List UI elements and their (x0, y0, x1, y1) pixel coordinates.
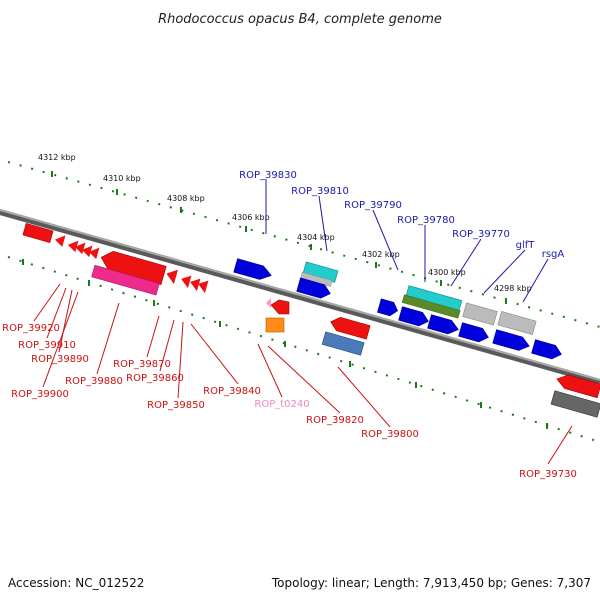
gene-block-rop-39770[interactable] (462, 302, 498, 326)
gene-block-forward-row-3[interactable] (458, 322, 491, 344)
accession-text: Accession: NC_012522 (8, 576, 144, 590)
label-rop-39870[interactable]: ROP_39870 (113, 359, 171, 370)
label-rop-39830[interactable]: ROP_39830 (239, 170, 297, 181)
gene-block-rop-39880[interactable] (91, 264, 160, 296)
gene-block-rop-t0240[interactable] (265, 317, 285, 333)
label-rop-39920[interactable]: ROP_39920 (2, 323, 60, 334)
label-rop-39780[interactable]: ROP_39780 (397, 215, 455, 226)
label-rop-39910[interactable]: ROP_39910 (18, 340, 76, 351)
gene-block-rop-39890[interactable] (98, 249, 167, 285)
tick-label-4302: 4302 kbp (362, 250, 400, 259)
label-rop-39840[interactable]: ROP_39840 (203, 386, 261, 397)
label-rop-39770[interactable]: ROP_39770 (452, 229, 510, 240)
bottom-callout-lines (33, 283, 573, 465)
lower-tick-ruler (7, 256, 600, 443)
upper-tick-ruler: 4312 kbp 4310 kbp 4308 kbp 4306 kbp 4304… (7, 153, 600, 328)
tick-label-4308: 4308 kbp (167, 194, 205, 203)
tick-label-4298: 4298 kbp (494, 284, 532, 293)
label-rsga[interactable]: rsgA (542, 249, 565, 260)
label-rop-t0240[interactable]: ROP_t0240 (254, 399, 309, 410)
genome-backbone (0, 209, 600, 385)
gene-block-forward-row-1[interactable] (398, 306, 431, 328)
gene-block-forward-row-2[interactable] (427, 314, 461, 337)
reverse-strand-genes (22, 223, 600, 418)
label-glft[interactable]: glfT (516, 240, 536, 251)
gene-block-rop-39840[interactable] (266, 298, 290, 315)
label-rop-39850[interactable]: ROP_39850 (147, 400, 205, 411)
gene-block-rop-39870[interactable] (164, 267, 178, 285)
label-rop-39810[interactable]: ROP_39810 (291, 186, 349, 197)
gene-block-rop-39820[interactable] (329, 315, 371, 340)
tick-label-4300: 4300 kbp (428, 268, 466, 277)
gene-block-rop-39830[interactable] (233, 258, 273, 283)
gene-block-rop-39920[interactable] (22, 223, 54, 243)
forward-strand-genes (233, 258, 564, 361)
label-rop-39820[interactable]: ROP_39820 (306, 415, 364, 426)
label-rop-39880[interactable]: ROP_39880 (65, 376, 123, 387)
gene-block-rop-39730[interactable] (555, 372, 600, 399)
label-rop-39790[interactable]: ROP_39790 (344, 200, 402, 211)
gene-block-rop-39780[interactable] (401, 285, 463, 319)
tick-label-4304: 4304 kbp (297, 233, 335, 242)
label-rop-39860[interactable]: ROP_39860 (126, 373, 184, 384)
gene-block-grey-lower[interactable] (550, 390, 600, 418)
gene-block-rop-39800[interactable] (321, 331, 365, 356)
label-rop-39900[interactable]: ROP_39900 (11, 389, 69, 400)
label-rop-39800[interactable]: ROP_39800 (361, 429, 419, 440)
gene-block-rop-39860-39850[interactable] (179, 273, 209, 294)
gene-block-small-cluster[interactable] (54, 233, 100, 260)
topology-summary: Topology: linear; Length: 7,913,450 bp; … (271, 576, 591, 590)
tick-label-4310: 4310 kbp (103, 174, 141, 183)
map-title: Rhodococcus opacus B4, complete genome (158, 12, 442, 27)
label-rop-39890[interactable]: ROP_39890 (31, 354, 89, 365)
tick-label-4312: 4312 kbp (38, 153, 76, 162)
top-labels: ROP_39830 ROP_39810 ROP_39790 ROP_39780 … (239, 170, 564, 260)
gene-block-rop-39810-body[interactable] (296, 277, 333, 300)
tick-label-4306: 4306 kbp (232, 213, 270, 222)
gene-block-rop-39790[interactable] (377, 298, 399, 318)
gene-block-glft[interactable] (497, 310, 537, 336)
gene-block-forward-row-4[interactable] (492, 329, 531, 353)
top-callout-lines (265, 179, 549, 303)
label-rop-39730[interactable]: ROP_39730 (519, 469, 577, 480)
gene-block-rsga[interactable] (531, 339, 564, 361)
bottom-labels: ROP_39920 ROP_39910 ROP_39890 ROP_39900 … (2, 323, 577, 480)
